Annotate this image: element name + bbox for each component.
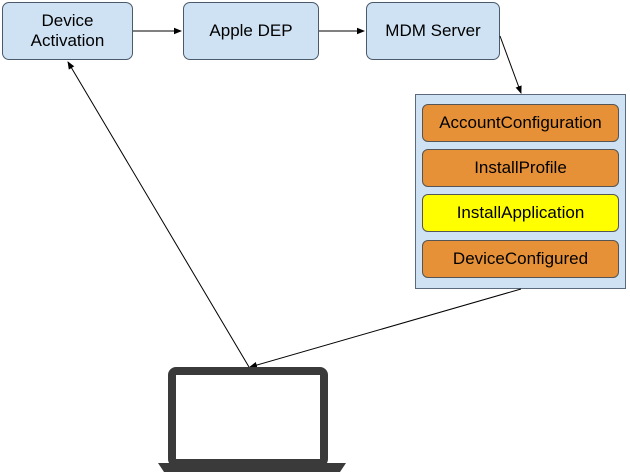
arrow-mdm-to-commands [499, 35, 522, 94]
command-label: InstallApplication [456, 203, 585, 222]
command-label: DeviceConfigured [452, 249, 589, 268]
command-account-configuration: AccountConfiguration [422, 104, 619, 142]
device-activation-node: Device Activation [2, 2, 133, 60]
command-label: AccountConfiguration [439, 113, 602, 132]
device-activation-label-line1: Device [41, 10, 94, 30]
device-activation-label-line2: Activation [30, 31, 105, 50]
mdm-server-node: MDM Server [366, 2, 500, 60]
command-install-profile: InstallProfile [422, 149, 619, 187]
command-install-application: InstallApplication [422, 194, 619, 232]
apple-dep-node: Apple DEP [183, 2, 319, 60]
command-device-configured: DeviceConfigured [422, 240, 619, 278]
apple-dep-label: Apple DEP [209, 20, 293, 40]
command-queue-panel: AccountConfiguration InstallProfile Inst… [415, 94, 626, 289]
mdm-server-label: MDM Server [385, 20, 481, 40]
laptop-icon [158, 367, 346, 472]
command-label: InstallProfile [474, 158, 567, 177]
arrow-commands-to-laptop [249, 288, 522, 369]
arrow-laptop-to-device [67, 61, 250, 368]
